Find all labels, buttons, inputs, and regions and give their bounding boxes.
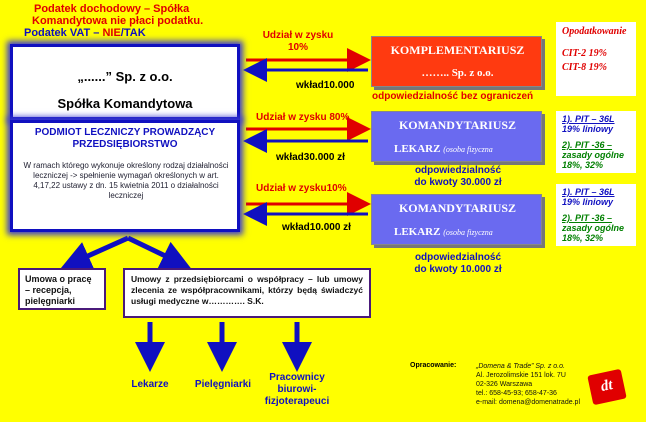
limited-partner-title-2: KOMANDYTARIUSZ	[398, 201, 517, 215]
vat-yes: /TAK	[120, 27, 146, 39]
complementary-subtitle: …….. Sp. z o.o.	[421, 67, 494, 79]
group-label-pracownicy: Pracownicy biurowi- fizjoterapeuci	[264, 372, 330, 407]
pit-option-1-head-2: 1). PIT – 36L	[562, 187, 615, 197]
role-label-1: LEKARZ	[394, 143, 441, 155]
limited-partner-box-1: KOMANDYTARIUSZ LEKARZ (osoba fizyczna	[371, 111, 542, 162]
prepared-label: Opracowanie:	[410, 362, 457, 369]
liability-label-2: odpowiedzialność	[414, 252, 502, 263]
footer-address-2: 02-326 Warszawa	[476, 381, 533, 388]
contribution-1: wkład10.000	[296, 80, 355, 91]
vat-label: Podatek VAT –	[24, 27, 100, 39]
group-label-pielegniarki: Pielęgniarki	[194, 379, 252, 390]
group-label-lekarze: Lekarze	[131, 379, 169, 390]
limited-partner-role-1: LEKARZ (osoba fizyczna	[394, 143, 493, 155]
role-label-2: LEKARZ	[394, 226, 441, 238]
complementary-box: KOMPLEMENTARIUSZ …….. Sp. z o.o.	[371, 36, 542, 87]
profit-share-3: Udział w zysku10%	[256, 183, 347, 194]
cooperation-text: Umowy z przedsiębiorcami o współpracy – …	[131, 274, 363, 306]
down-arrow-left	[60, 235, 130, 270]
taxation-title: Opodatkowanie	[562, 26, 627, 37]
pit-option-2-head-2: 2). PIT -36 –	[562, 213, 613, 223]
limited-liability-2: odpowiedzialność do kwoty 10.000 zł	[396, 252, 520, 276]
profit-share-2: Udział w zysku 80%	[256, 112, 350, 123]
pit-option-1-body-1: 19% liniowy	[562, 124, 614, 134]
logo-text: dt	[599, 376, 615, 396]
liability-label-1: odpowiedzialność	[414, 165, 502, 176]
limited-partner-title-1: KOMANDYTARIUSZ	[398, 118, 517, 132]
complementary-liability: odpowiedzialność bez ograniczeń	[372, 91, 534, 102]
employment-contract-text: Umowa o pracę – recepcja, pielęgniarki	[25, 274, 92, 306]
entity-title: PODMIOT LECZNICZY PROWADZĄCY PRZEDSIĘBIO…	[34, 127, 216, 150]
header-line-1: Podatek dochodowy – Spółka	[34, 3, 190, 15]
header-line-3: Podatek VAT – NIE/TAK	[24, 27, 146, 39]
pit-option-1-body-2: 19% liniowy	[562, 197, 614, 207]
liability-amount-2: do kwoty 10.000 zł	[414, 264, 502, 275]
pit-option-1-head-1: 1). PIT – 36L	[562, 114, 615, 124]
vat-no: NIE	[102, 27, 121, 39]
pit-box-1: 1). PIT – 36L 19% liniowy 2). PIT -36 – …	[556, 111, 636, 173]
footer-email: e-mail: domena@domenatrade.pl	[476, 399, 580, 406]
footer-phone: tel.: 658-45-93; 658-47-36	[476, 390, 557, 397]
contribution-3: wkład10.000 zł	[282, 222, 351, 233]
down-arrow-right	[126, 235, 192, 269]
company-name: „......” Sp. z o.o.	[77, 69, 173, 84]
cit2-rate: CIT-2 19%	[562, 48, 607, 59]
cooperation-box: Umowy z przedsiębiorcami o współpracy – …	[123, 268, 371, 318]
pit-option-2-body-1: zasady ogólne 18%, 32%	[562, 150, 625, 170]
header-line-2: Komandytowa nie płaci podatku.	[32, 15, 204, 27]
pit-option-2-body-2: zasady ogólne 18%, 32%	[562, 223, 625, 243]
cit8-rate: CIT-8 19%	[562, 62, 607, 73]
footer-company: „Domena & Trade” Sp. z o.o.	[476, 363, 565, 370]
contribution-2: wkład30.000 zł	[276, 152, 345, 163]
pit-option-2-head-1: 2). PIT -36 –	[562, 140, 613, 150]
limited-partner-role-2: LEKARZ (osoba fizyczna	[394, 226, 493, 238]
limited-liability-1: odpowiedzialność do kwoty 30.000 zł	[396, 165, 520, 189]
footer-address-1: Al. Jerozolimskie 151 lok. 7U	[476, 372, 566, 379]
liability-amount-1: do kwoty 30.000 zł	[414, 177, 502, 188]
taxation-box: Opodatkowanie CIT-2 19% CIT-8 19%	[556, 22, 636, 96]
complementary-title: KOMPLEMENTARIUSZ	[390, 43, 525, 57]
employment-contract-box: Umowa o pracę – recepcja, pielęgniarki	[18, 268, 106, 310]
role-note-2: (osoba fizyczna	[443, 228, 493, 237]
entity-description: W ramach którego wykonuje określony rodz…	[23, 161, 229, 200]
pit-box-2: 1). PIT – 36L 19% liniowy 2). PIT -36 – …	[556, 184, 636, 246]
entity-box: PODMIOT LECZNICZY PROWADZĄCY PRZEDSIĘBIO…	[10, 120, 240, 232]
company-type: Spółka Komandytowa	[57, 96, 193, 111]
footer-contact: „Domena & Trade” Sp. z o.o. Al. Jerozoli…	[476, 362, 580, 407]
company-box: „......” Sp. z o.o. Spółka Komandytowa	[10, 44, 240, 120]
profit-share-1: Udział w zysku 10%	[262, 30, 334, 53]
role-note-1: (osoba fizyczna	[443, 145, 493, 154]
limited-partner-box-2: KOMANDYTARIUSZ LEKARZ (osoba fizyczna	[371, 194, 542, 245]
